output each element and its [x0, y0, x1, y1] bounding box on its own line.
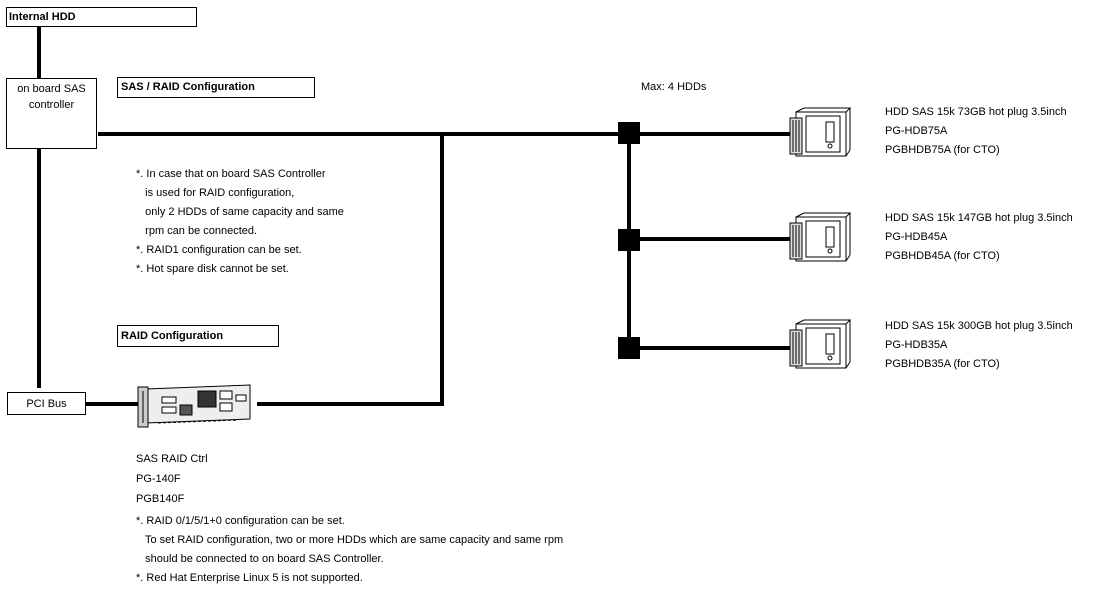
- sas-note-line: only 2 HDDs of same capacity and same: [136, 206, 344, 218]
- pci-bus-box: PCI Bus: [7, 392, 86, 415]
- hard-drive-icon: [789, 212, 852, 262]
- hard-drive-icon: [789, 319, 852, 369]
- raid-note-line: *. RAID 0/1/5/1+0 configuration can be s…: [136, 515, 345, 527]
- hdd2-cto-part-number: PGBHDB45A (for CTO): [885, 250, 1000, 262]
- hdd3-label: HDD SAS 15k 300GB hot plug 3.5inch PG-HD…: [885, 317, 1073, 374]
- raid-vertical-line: [440, 132, 444, 406]
- raid-card-notes: *. RAID 0/1/5/1+0 configuration can be s…: [136, 512, 563, 588]
- max-hdds-label: Max: 4 HDDs: [641, 81, 707, 93]
- hdd1-cto-part-number: PGBHDB75A (for CTO): [885, 144, 1000, 156]
- hdd1-part-number: PG-HDB75A: [885, 125, 948, 137]
- sas-notes: *. In case that on board SAS Controller …: [136, 165, 344, 279]
- raid-card-name: SAS RAID Ctrl: [136, 453, 208, 465]
- raid-card-label: SAS RAID Ctrl PG-140F PGB140F: [136, 449, 208, 509]
- raid-note-line: should be connected to on board SAS Cont…: [136, 553, 384, 565]
- sas-note-line: is used for RAID configuration,: [136, 187, 295, 199]
- sas-note-line: *. In case that on board SAS Controller: [136, 168, 326, 180]
- internal-hdd-title: Internal HDD: [9, 11, 76, 23]
- sas-note-line: rpm can be connected.: [136, 225, 258, 237]
- internal-hdd-vertical-line: [37, 26, 41, 78]
- hdd1-name: HDD SAS 15k 73GB hot plug 3.5inch: [885, 106, 1067, 118]
- hdd3-junction-node: [618, 337, 640, 359]
- sas-controller-label-line1: on board SAS: [17, 83, 86, 95]
- sas-raid-config-title: SAS / RAID Configuration: [121, 81, 255, 93]
- raid-config-title: RAID Configuration: [121, 330, 224, 342]
- raid-card-icon: [137, 384, 251, 428]
- hdd2-branch-line: [629, 237, 790, 241]
- hard-drive-icon: [789, 107, 852, 157]
- hdd1-label: HDD SAS 15k 73GB hot plug 3.5inch PG-HDB…: [885, 103, 1067, 160]
- raid-note-line: To set RAID configuration, two or more H…: [136, 534, 564, 546]
- hdd2-name: HDD SAS 15k 147GB hot plug 3.5inch: [885, 212, 1073, 224]
- raid-note-line: *. Red Hat Enterprise Linux 5 is not sup…: [136, 572, 363, 584]
- sas-controller-box: on board SAS controller: [6, 78, 97, 149]
- sas-main-bus-line: [98, 132, 790, 136]
- hdd3-cto-part-number: PGBHDB35A (for CTO): [885, 358, 1000, 370]
- hdd3-part-number: PG-HDB35A: [885, 339, 948, 351]
- raid-card-part-number: PG-140F: [136, 473, 181, 485]
- internal-hdd-box: Internal HDD: [6, 7, 197, 27]
- pci-to-card-line: [86, 402, 138, 406]
- sas-controller-label: on board SAS controller: [7, 81, 96, 113]
- hdd2-part-number: PG-HDB45A: [885, 231, 948, 243]
- controller-to-pci-line: [37, 148, 41, 388]
- card-to-raid-line: [257, 402, 444, 406]
- hdd2-label: HDD SAS 15k 147GB hot plug 3.5inch PG-HD…: [885, 209, 1073, 266]
- sas-note-line: *. Hot spare disk cannot be set.: [136, 263, 289, 275]
- raid-config-box: RAID Configuration: [117, 325, 279, 347]
- pci-bus-label: PCI Bus: [26, 398, 67, 410]
- hdd3-name: HDD SAS 15k 300GB hot plug 3.5inch: [885, 320, 1073, 332]
- hdd1-junction-node: [618, 122, 640, 144]
- sas-controller-label-line2: controller: [28, 99, 75, 111]
- sas-note-line: *. RAID1 configuration can be set.: [136, 244, 302, 256]
- sas-raid-config-box: SAS / RAID Configuration: [117, 77, 315, 98]
- hdd3-branch-line: [629, 346, 790, 350]
- hdd2-junction-node: [618, 229, 640, 251]
- raid-card-cto-part-number: PGB140F: [136, 493, 185, 505]
